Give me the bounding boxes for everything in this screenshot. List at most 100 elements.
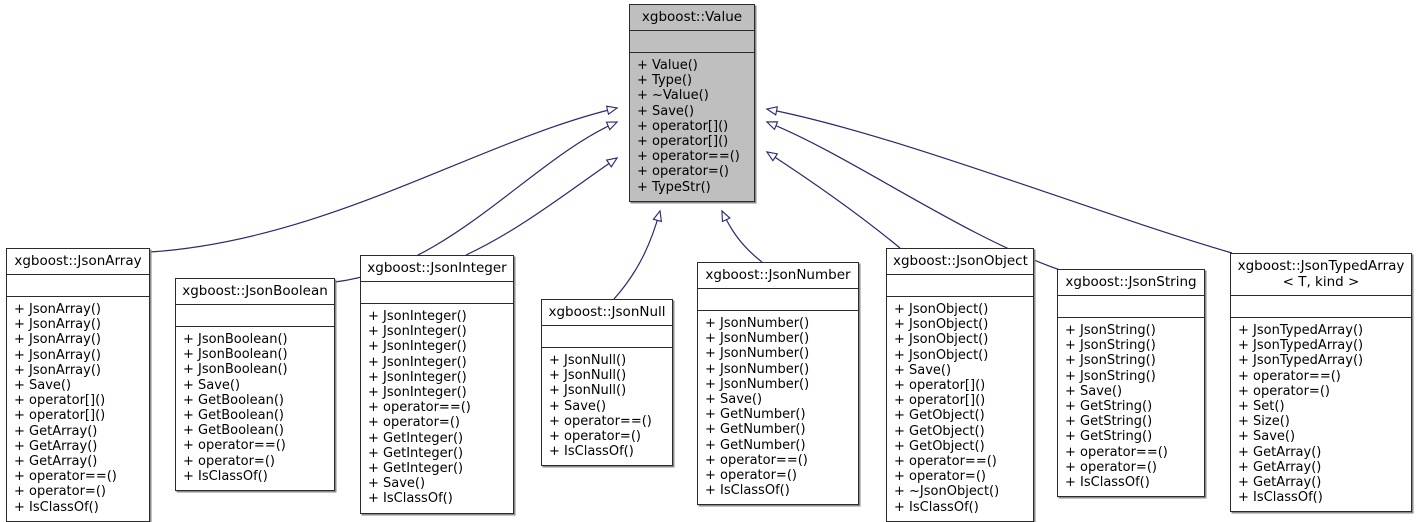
method-row: + IsClassOf() bbox=[368, 491, 453, 507]
method-row: + JsonString() bbox=[1065, 353, 1156, 369]
class-box-jsonarray[interactable]: xgboost::JsonArray+ JsonArray()+ JsonArr… bbox=[6, 248, 150, 522]
method-row: + Save() bbox=[1065, 383, 1123, 399]
method-row: + operator[]() bbox=[14, 393, 106, 409]
method-row: + GetArray() bbox=[1238, 475, 1322, 491]
method-row: + operator[]() bbox=[14, 408, 106, 424]
method-row: + GetNumber() bbox=[705, 407, 806, 423]
method-row: + IsClassOf() bbox=[549, 444, 634, 460]
edge-jsonobject-to-value bbox=[767, 152, 901, 249]
class-methods-jsonboolean: + JsonBoolean()+ JsonBoolean()+ JsonBool… bbox=[176, 327, 334, 490]
class-box-jsonnumber[interactable]: xgboost::JsonNumber+ JsonNumber()+ JsonN… bbox=[697, 262, 859, 506]
method-row: + operator[]() bbox=[894, 378, 986, 394]
method-row: + GetNumber() bbox=[705, 437, 806, 453]
method-row: + JsonInteger() bbox=[368, 385, 467, 401]
method-row: + JsonString() bbox=[1065, 323, 1156, 338]
method-row: + ~JsonObject() bbox=[894, 484, 1000, 500]
method-row: + GetString() bbox=[1065, 429, 1153, 445]
method-row: + GetString() bbox=[1065, 399, 1153, 415]
method-row: + operator==() bbox=[368, 400, 471, 416]
class-title-jsonnumber: xgboost::JsonNumber bbox=[698, 263, 858, 289]
method-row: + Value() bbox=[637, 58, 698, 73]
method-row: + JsonNumber() bbox=[705, 346, 810, 362]
method-row: + ~Value() bbox=[637, 88, 709, 104]
method-row: + JsonObject() bbox=[894, 347, 989, 363]
class-methods-jsonstring: + JsonString()+ JsonString()+ JsonString… bbox=[1058, 318, 1204, 496]
class-methods-jsonnumber: + JsonNumber()+ JsonNumber()+ JsonNumber… bbox=[698, 311, 858, 504]
method-row: + IsClassOf() bbox=[14, 499, 99, 515]
method-row: + JsonNull() bbox=[549, 368, 627, 384]
class-box-jsonobject[interactable]: xgboost::JsonObject+ JsonObject()+ JsonO… bbox=[886, 248, 1034, 522]
method-row: + operator==() bbox=[705, 452, 808, 468]
class-name-jsonboolean: xgboost::JsonBoolean bbox=[182, 283, 328, 299]
class-attributes-jsonstring bbox=[1058, 296, 1204, 318]
class-methods-value: + Value()+ Type()+ ~Value()+ Save()+ ope… bbox=[630, 53, 754, 201]
class-box-jsonstring[interactable]: xgboost::JsonString+ JsonString()+ JsonS… bbox=[1057, 269, 1205, 498]
method-row: + operator=() bbox=[637, 164, 729, 180]
method-row: + JsonInteger() bbox=[368, 369, 467, 385]
method-row: + JsonInteger() bbox=[368, 309, 467, 324]
method-row: + JsonBoolean() bbox=[183, 332, 288, 347]
method-row: + operator==() bbox=[1065, 444, 1168, 460]
method-row: + JsonObject() bbox=[894, 317, 989, 333]
method-row: + GetArray() bbox=[14, 438, 98, 454]
class-attributes-value bbox=[630, 31, 754, 53]
class-box-jsontypedarray[interactable]: xgboost::JsonTypedArray< T, kind >+ Json… bbox=[1230, 253, 1412, 513]
method-row: + Size() bbox=[1238, 414, 1290, 430]
class-name-jsonnumber: xgboost::JsonNumber bbox=[705, 267, 851, 283]
method-row: + JsonTypedArray() bbox=[1238, 323, 1364, 338]
method-row: + JsonArray() bbox=[14, 317, 101, 333]
method-row: + JsonNull() bbox=[549, 353, 627, 368]
method-row: + Save() bbox=[637, 103, 695, 119]
class-name-jsonnull: xgboost::JsonNull bbox=[548, 304, 666, 320]
method-row: + operator[]() bbox=[637, 118, 729, 134]
method-row: + Save() bbox=[1238, 429, 1296, 445]
class-methods-jsonarray: + JsonArray()+ JsonArray()+ JsonArray()+… bbox=[7, 297, 149, 521]
method-row: + JsonNull() bbox=[549, 383, 627, 399]
method-row: + Save() bbox=[549, 398, 607, 414]
class-name-jsontypedarray: xgboost::JsonTypedArray bbox=[1237, 258, 1405, 274]
method-row: + Type() bbox=[637, 73, 693, 89]
method-row: + JsonInteger() bbox=[368, 339, 467, 355]
edge-jsonnull-to-value bbox=[613, 211, 660, 300]
method-row: + IsClassOf() bbox=[183, 468, 268, 484]
class-attributes-jsoninteger bbox=[361, 282, 513, 304]
method-row: + JsonBoolean() bbox=[183, 347, 288, 363]
class-name-jsonstring: xgboost::JsonString bbox=[1065, 274, 1197, 290]
class-box-jsoninteger[interactable]: xgboost::JsonInteger+ JsonInteger()+ Jso… bbox=[360, 255, 514, 514]
class-title-jsonarray: xgboost::JsonArray bbox=[7, 249, 149, 275]
method-row: + IsClassOf() bbox=[894, 499, 979, 515]
class-title-jsonstring: xgboost::JsonString bbox=[1058, 270, 1204, 296]
method-row: + operator==() bbox=[1238, 368, 1341, 384]
method-row: + operator[]() bbox=[637, 134, 729, 150]
method-row: + JsonInteger() bbox=[368, 354, 467, 370]
method-row: + operator==() bbox=[14, 469, 117, 485]
method-row: + operator=() bbox=[1065, 459, 1157, 475]
method-row: + operator=() bbox=[1238, 383, 1330, 399]
method-row: + GetArray() bbox=[14, 423, 98, 439]
method-row: + GetInteger() bbox=[368, 445, 464, 461]
class-attributes-jsonobject bbox=[887, 275, 1033, 297]
method-row: + JsonArray() bbox=[14, 347, 101, 363]
method-row: + GetInteger() bbox=[368, 461, 464, 477]
class-name-jsonarray: xgboost::JsonArray bbox=[14, 253, 142, 269]
class-box-jsonboolean[interactable]: xgboost::JsonBoolean+ JsonBoolean()+ Jso… bbox=[175, 278, 335, 492]
class-attributes-jsonarray bbox=[7, 275, 149, 297]
class-title-jsonboolean: xgboost::JsonBoolean bbox=[176, 279, 334, 305]
method-row: + JsonArray() bbox=[14, 332, 101, 348]
method-row: + JsonNumber() bbox=[705, 331, 810, 347]
method-row: + GetObject() bbox=[894, 408, 985, 424]
class-box-jsonnull[interactable]: xgboost::JsonNull+ JsonNull()+ JsonNull(… bbox=[541, 299, 673, 467]
method-row: + JsonInteger() bbox=[368, 324, 467, 340]
method-row: + operator=() bbox=[549, 429, 641, 445]
method-row: + Save() bbox=[894, 362, 952, 378]
method-row: + JsonArray() bbox=[14, 302, 101, 317]
method-row: + operator=() bbox=[894, 469, 986, 485]
method-row: + operator==() bbox=[183, 438, 286, 454]
method-row: + operator=() bbox=[705, 468, 797, 484]
method-row: + operator==() bbox=[549, 413, 652, 429]
class-title-value: xgboost::Value bbox=[630, 5, 754, 31]
class-box-value[interactable]: xgboost::Value+ Value()+ Type()+ ~Value(… bbox=[629, 4, 755, 202]
method-row: + Set() bbox=[1238, 399, 1285, 415]
method-row: + JsonObject() bbox=[894, 302, 989, 317]
